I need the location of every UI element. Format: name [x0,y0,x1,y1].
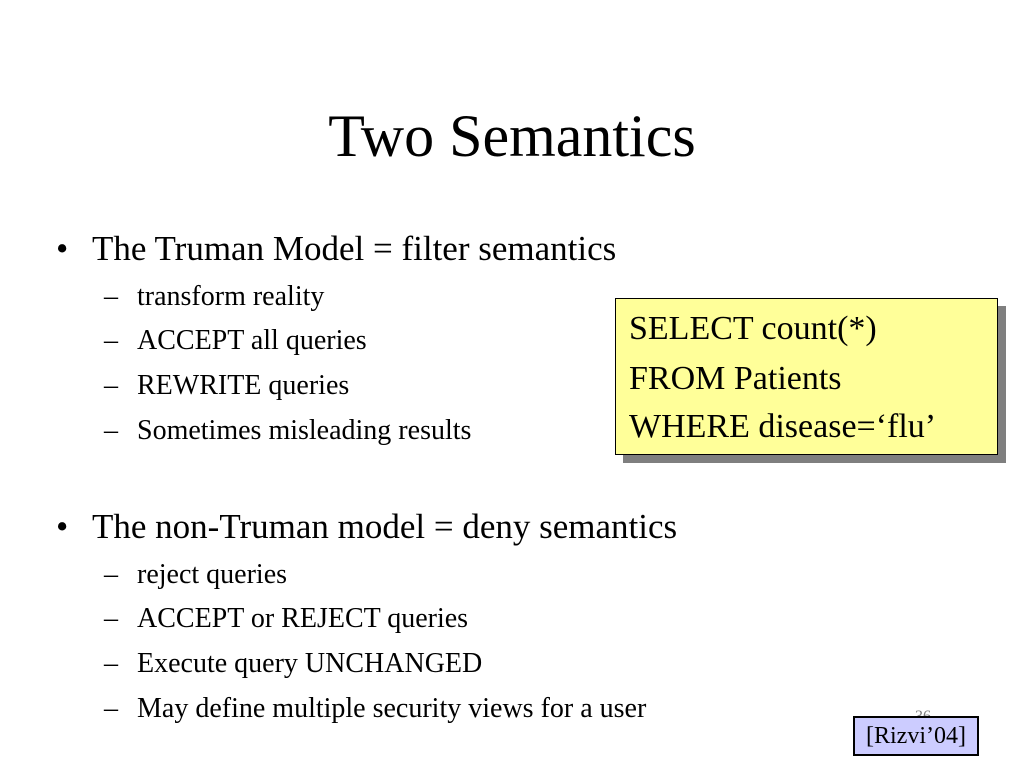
subitem: –ACCEPT or REJECT queries [104,603,468,635]
bullet-non-truman-model: • The non-Truman model = deny semantics [56,507,677,547]
subitem-text: Execute query UNCHANGED [137,648,483,679]
subitem-text: Sometimes misleading results [137,415,472,446]
subitem: –ACCEPT all queries [104,325,367,357]
subitem-text: May define multiple security views for a… [137,693,647,724]
subitem: –REWRITE queries [104,370,349,402]
subitem: –May define multiple security views for … [104,693,646,725]
bullet-text: The non-Truman model = deny semantics [92,507,678,546]
sql-line-from: FROM Patients [629,360,842,397]
subitem: –Sometimes misleading results [104,415,471,447]
subitem-text: ACCEPT or REJECT queries [137,603,469,634]
dash-glyph: – [104,559,118,590]
sql-query-box: SELECT count(*) FROM Patients WHERE dise… [615,298,998,455]
bullet-glyph: • [56,229,69,268]
dash-glyph: – [104,325,118,356]
subitem-text: transform reality [137,281,325,312]
slide-title: Two Semantics [328,103,696,169]
subitem-text: reject queries [137,559,288,590]
dash-glyph: – [104,370,118,401]
subitem-text: REWRITE queries [137,370,350,401]
subitem: –Execute query UNCHANGED [104,648,482,680]
dash-glyph: – [104,648,118,679]
bullet-glyph: • [56,507,69,546]
dash-glyph: – [104,415,118,446]
bullet-text: The Truman Model = filter semantics [92,229,617,268]
citation-box: [Rizvi’04] [853,716,979,756]
dash-glyph: – [104,603,118,634]
bullet-truman-model: • The Truman Model = filter semantics [56,229,616,269]
dash-glyph: – [104,281,118,312]
subitem: –transform reality [104,281,324,313]
subitem-text: ACCEPT all queries [137,325,367,356]
dash-glyph: – [104,693,118,724]
sql-line-select: SELECT count(*) [629,310,877,347]
sql-line-where: WHERE disease=‘flu’ [629,408,937,445]
subitem: –reject queries [104,559,287,591]
